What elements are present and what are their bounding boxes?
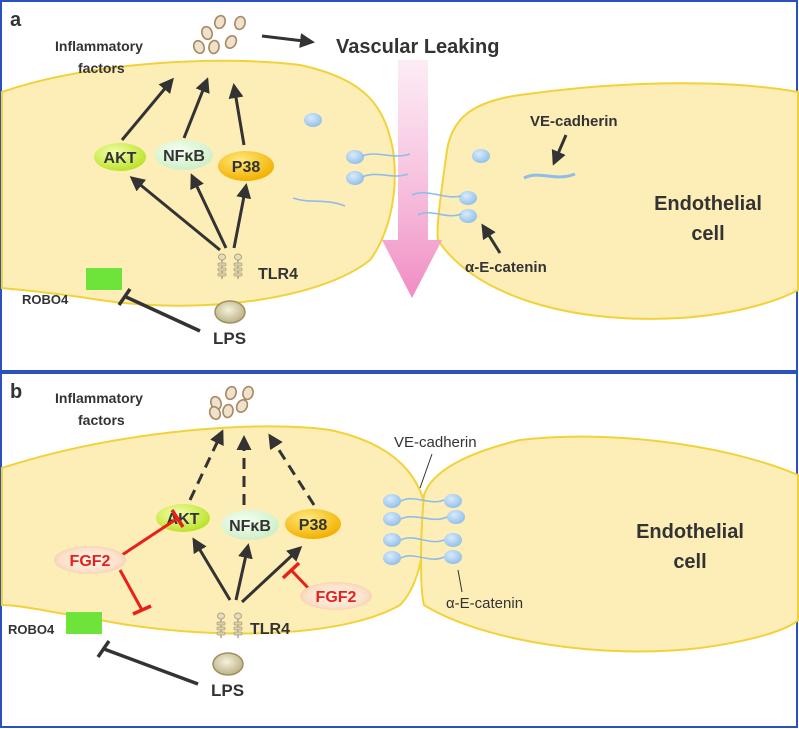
robo4-label-b: ROBO4 xyxy=(8,622,55,637)
leak-arrow-to-text xyxy=(261,33,315,49)
panel-b: b Inflammatory factors AKT NFκB P38 xyxy=(0,372,799,728)
tlr4-label: TLR4 xyxy=(258,266,298,283)
lps-label-b: LPS xyxy=(211,681,244,700)
akt-label: AKT xyxy=(104,150,137,167)
endothelial-label-line2: cell xyxy=(691,223,724,245)
fgf2-inhibits-p38-bar xyxy=(281,561,301,580)
nfkb-node xyxy=(155,140,213,170)
tlr4-to-nfkb-arrow xyxy=(190,173,228,249)
alpha-e-catenin-pointer-b xyxy=(457,569,463,593)
p38-label-b: P38 xyxy=(299,517,328,534)
lps-inhibits-robo4-bar xyxy=(117,288,132,306)
akt-node xyxy=(94,143,146,171)
lps-label: LPS xyxy=(213,329,246,348)
robo4-box xyxy=(86,268,122,290)
nfkb-label-b: NFκB xyxy=(229,518,271,535)
vascular-leak-arrow xyxy=(382,60,442,298)
panel-a: a Inflammatory factors Vascular Leaking … xyxy=(0,0,799,372)
endothelial-label-b-line1: Endothelial xyxy=(636,521,744,543)
tlr4-to-p38-arrow xyxy=(232,183,252,249)
junction-proteins-b xyxy=(383,494,465,565)
right-endothelial-cell xyxy=(436,82,799,320)
ve-cadherin-label: VE-cadherin xyxy=(530,113,618,130)
fgf2-left-label: FGF2 xyxy=(70,553,111,570)
right-endothelial-cell-b xyxy=(420,435,799,653)
lps-icon-b xyxy=(212,652,244,676)
inflammatory-factors-label-b-line1: Inflammatory xyxy=(55,390,143,406)
nfkb-node-b xyxy=(221,510,279,540)
fgf2-left-badge xyxy=(54,546,126,574)
panel-a-letter: a xyxy=(10,9,22,31)
fgf2-inhibits-akt-line xyxy=(121,516,179,557)
alpha-e-catenin-label: α-E-catenin xyxy=(465,259,547,276)
ve-cadherin-label-b: VE-cadherin xyxy=(394,434,477,451)
lps-inhibits-robo4-bar-b xyxy=(96,640,111,658)
lps-inhibits-robo4-line xyxy=(125,295,201,333)
tlr4-label-b: TLR4 xyxy=(250,621,290,638)
inflammatory-factors-label-line2: factors xyxy=(78,60,125,76)
alpha-e-catenin-pointer xyxy=(481,223,502,254)
tlr4-to-p38-arrow-b xyxy=(240,545,303,604)
junction-proteins-a xyxy=(292,113,576,223)
robo4-box-b xyxy=(66,612,102,634)
lps-icon xyxy=(214,300,246,324)
fgf2-right-badge xyxy=(300,582,372,610)
nfkb-label: NFκB xyxy=(163,148,205,165)
fgf2-to-robo4-line xyxy=(118,569,144,611)
panel-b-letter: b xyxy=(10,381,22,403)
fgf2-to-robo4-bar xyxy=(132,604,152,616)
inflammatory-factors-label-b-line2: factors xyxy=(78,412,125,428)
akt-to-factors-arrow xyxy=(120,77,174,141)
endothelial-label-line1: Endothelial xyxy=(654,193,762,215)
akt-to-factors-dashed-arrow xyxy=(188,429,224,501)
fgf2-inhibits-akt-bar xyxy=(170,509,185,528)
robo4-label: ROBO4 xyxy=(22,292,69,307)
alpha-e-catenin-label-b: α-E-catenin xyxy=(446,595,523,612)
tlr4-to-nfkb-arrow-b xyxy=(234,543,253,601)
tlr4-to-akt-arrow-b xyxy=(192,537,232,601)
p38-label: P38 xyxy=(232,159,261,176)
ve-cadherin-pointer xyxy=(551,134,568,166)
lps-inhibits-robo4-line-b xyxy=(103,647,199,686)
nfkb-to-factors-arrow xyxy=(182,77,210,139)
p38-node xyxy=(218,151,274,181)
fgf2-right-label: FGF2 xyxy=(316,589,357,606)
vascular-leaking-label: Vascular Leaking xyxy=(336,36,499,58)
endothelial-label-b-line2: cell xyxy=(673,551,706,573)
p38-node-b xyxy=(285,509,341,539)
p38-to-factors-arrow xyxy=(228,83,246,146)
p38-to-factors-dashed-arrow xyxy=(268,433,316,506)
tlr4-to-akt-arrow xyxy=(129,176,221,252)
left-endothelial-cell xyxy=(1,59,396,307)
inflammatory-factors-label-line1: Inflammatory xyxy=(55,38,143,54)
ve-cadherin-pointer-b xyxy=(419,453,433,489)
